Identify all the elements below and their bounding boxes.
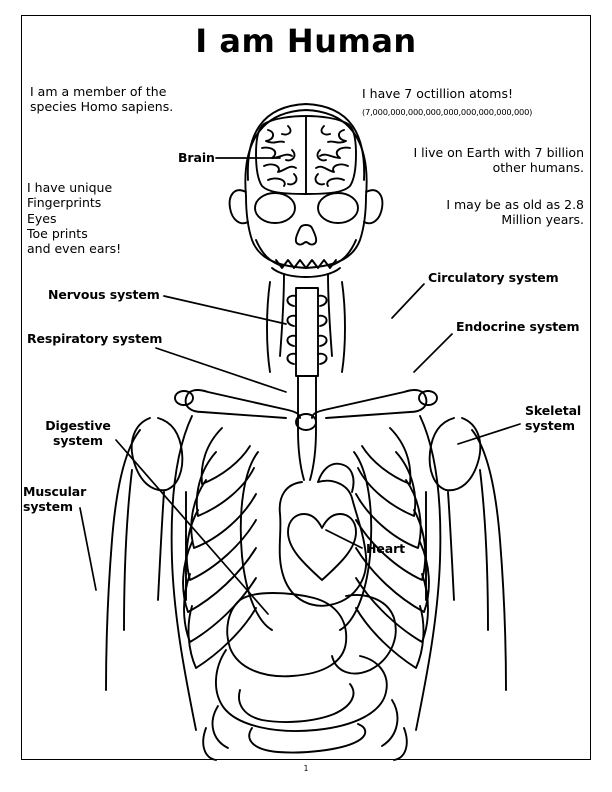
page-border bbox=[21, 15, 591, 760]
fact-species: I am a member of the species Homo sapien… bbox=[30, 84, 174, 115]
fact-species-age: I may be as old as 2.8 Million years. bbox=[446, 197, 584, 228]
label-digestive-system: Digestive system bbox=[45, 418, 111, 449]
label-respiratory-system: Respiratory system bbox=[27, 331, 163, 346]
fact-atoms-number: (7,000,000,000,000,000,000,000,000,000) bbox=[362, 107, 533, 117]
label-heart: Heart bbox=[366, 541, 406, 556]
fact-earth-population: I live on Earth with 7 billion other hum… bbox=[413, 145, 584, 176]
label-brain: Brain bbox=[178, 150, 215, 165]
fact-atoms: I have 7 octillion atoms! bbox=[362, 86, 513, 101]
label-endocrine-system: Endocrine system bbox=[456, 319, 580, 334]
page-title: I am Human bbox=[195, 22, 417, 60]
label-nervous-system: Nervous system bbox=[48, 287, 160, 302]
fact-unique-traits: I have unique Fingerprints Eyes Toe prin… bbox=[27, 180, 122, 256]
label-circulatory-system: Circulatory system bbox=[428, 270, 559, 285]
label-skeletal-system: Skeletal system bbox=[525, 403, 582, 434]
label-muscular-system: Muscular system bbox=[23, 484, 87, 515]
page-number: 1 bbox=[303, 764, 309, 773]
